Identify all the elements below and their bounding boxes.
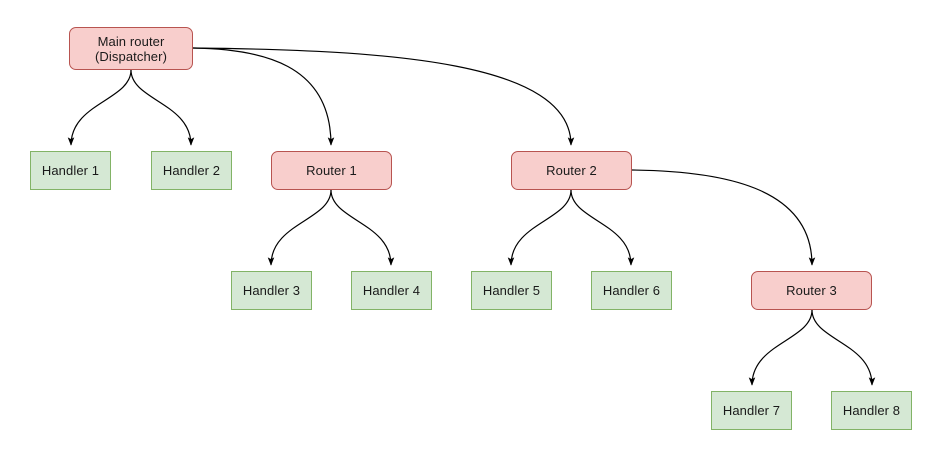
node-handler-7[interactable]: Handler 7 [711, 391, 792, 430]
node-main-router-label: Main router (Dispatcher) [95, 33, 167, 64]
node-handler-3-label: Handler 3 [242, 283, 301, 298]
edge-router-1-to-handler-4 [330, 189, 395, 266]
node-handler-2-label: Handler 2 [162, 163, 221, 178]
edge-router-2-to-handler-6 [570, 189, 635, 266]
edge-router-3-to-handler-7 [748, 309, 813, 386]
edge-router-1-to-handler-3 [267, 189, 332, 266]
edge-router-2-to-handler-5 [507, 189, 572, 266]
edge-main-router-to-handler-2 [130, 69, 195, 146]
node-handler-4-label: Handler 4 [362, 283, 421, 298]
edge-main-router-to-router-2 [192, 47, 575, 146]
node-router-3-label: Router 3 [786, 283, 837, 298]
edge-main-router-to-router-1 [192, 47, 335, 146]
node-handler-7-label: Handler 7 [722, 403, 781, 418]
node-handler-5[interactable]: Handler 5 [471, 271, 552, 310]
node-handler-1[interactable]: Handler 1 [30, 151, 111, 190]
edge-main-router-to-handler-1 [67, 69, 132, 146]
node-router-1-label: Router 1 [306, 163, 357, 178]
node-handler-6[interactable]: Handler 6 [591, 271, 672, 310]
node-handler-8[interactable]: Handler 8 [831, 391, 912, 430]
edge-router-3-to-handler-8 [811, 309, 876, 386]
node-router-1[interactable]: Router 1 [271, 151, 392, 190]
node-router-2[interactable]: Router 2 [511, 151, 632, 190]
node-handler-2[interactable]: Handler 2 [151, 151, 232, 190]
node-router-2-label: Router 2 [546, 163, 597, 178]
node-handler-6-label: Handler 6 [602, 283, 661, 298]
node-handler-3[interactable]: Handler 3 [231, 271, 312, 310]
node-handler-4[interactable]: Handler 4 [351, 271, 432, 310]
node-handler-5-label: Handler 5 [482, 283, 541, 298]
node-handler-1-label: Handler 1 [41, 163, 100, 178]
node-router-3[interactable]: Router 3 [751, 271, 872, 310]
node-main-router[interactable]: Main router (Dispatcher) [69, 27, 193, 70]
edge-router-2-to-router-3 [631, 169, 816, 266]
node-handler-8-label: Handler 8 [842, 403, 901, 418]
